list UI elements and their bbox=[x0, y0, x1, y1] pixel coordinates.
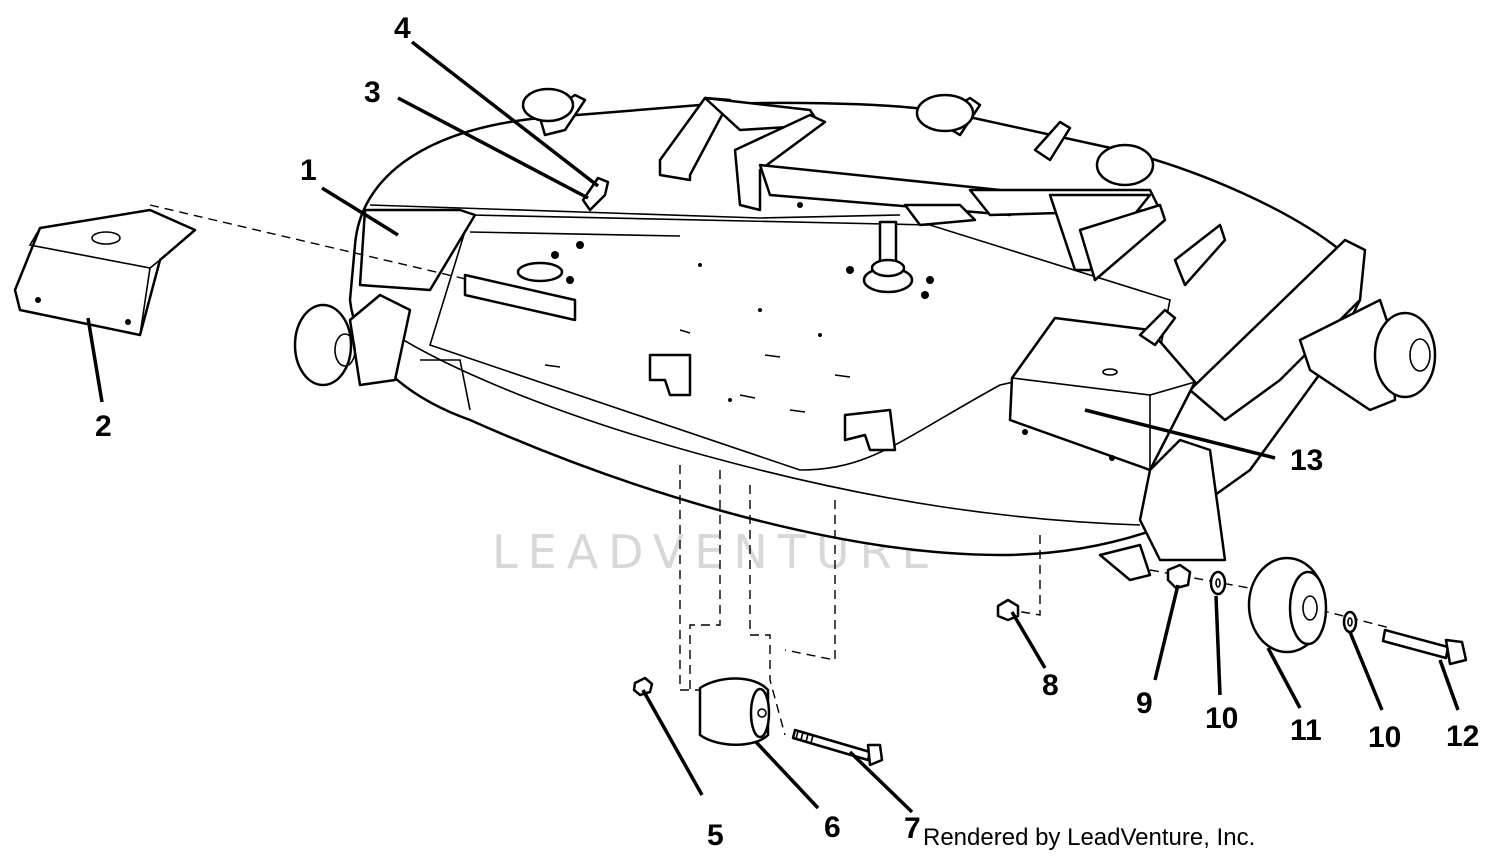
part-7-bolt bbox=[791, 728, 884, 767]
callout-5: 5 bbox=[707, 819, 724, 852]
leader-lines bbox=[86, 40, 1460, 814]
callout-1: 1 bbox=[300, 154, 317, 187]
part-9-nut bbox=[1166, 563, 1192, 590]
callout-12: 12 bbox=[1446, 720, 1479, 753]
callout-10: 10 bbox=[1205, 702, 1238, 735]
part-5-nut bbox=[632, 676, 654, 697]
callout-labels: 1 2 3 4 5 6 7 8 9 10 11 10 12 13 bbox=[95, 12, 1479, 852]
callout-6: 6 bbox=[824, 811, 841, 844]
callout-7: 7 bbox=[904, 812, 921, 845]
callout-13: 13 bbox=[1290, 444, 1323, 477]
callout-10-second: 10 bbox=[1368, 721, 1401, 754]
part-10-washer bbox=[1209, 570, 1227, 596]
rendered-by-credit: Rendered by LeadVenture, Inc. bbox=[923, 824, 1255, 851]
part-2-shield bbox=[13, 208, 197, 337]
callout-8: 8 bbox=[1042, 669, 1059, 702]
callout-11: 11 bbox=[1290, 714, 1322, 747]
mower-deck bbox=[293, 87, 1437, 582]
part-10-washer-2 bbox=[1342, 610, 1358, 634]
part-11-wheel bbox=[1247, 556, 1328, 654]
hardware-parts bbox=[632, 556, 1468, 767]
part-6-roller bbox=[698, 677, 771, 746]
part-12-bolt bbox=[1381, 628, 1468, 666]
assembly-lines bbox=[149, 204, 1391, 736]
callout-3: 3 bbox=[364, 76, 381, 109]
callout-2: 2 bbox=[95, 410, 112, 443]
callout-4: 4 bbox=[394, 12, 411, 45]
callout-9: 9 bbox=[1136, 687, 1153, 720]
